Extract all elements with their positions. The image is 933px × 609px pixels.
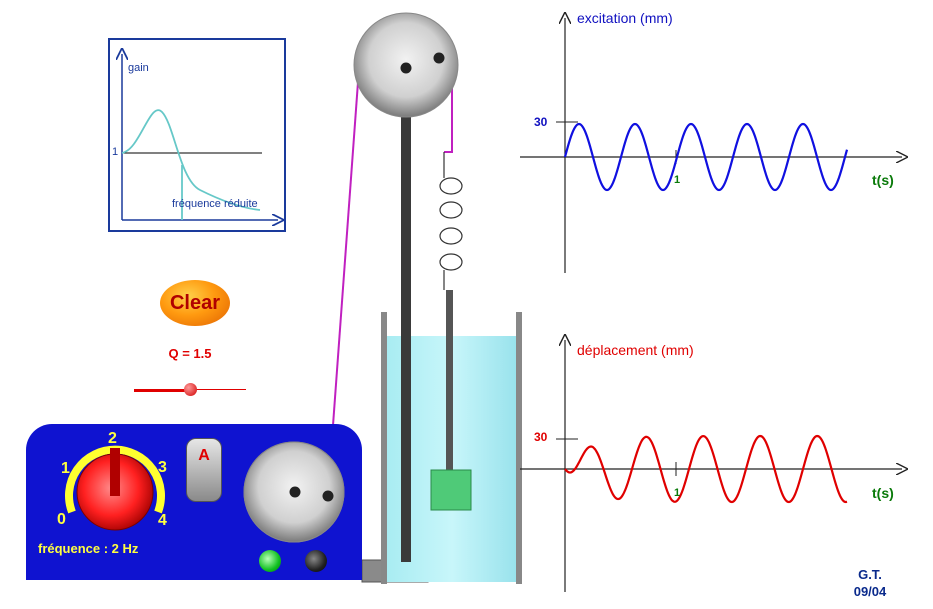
drive-wheel xyxy=(243,441,345,543)
gain-inset-graph: gain 1 fréquence réduite xyxy=(108,38,286,232)
q-slider-thumb[interactable] xyxy=(184,383,197,396)
dial-tick-2: 2 xyxy=(108,430,117,447)
excitation-x-axis-label: t(s) xyxy=(872,172,894,188)
dial-pointer xyxy=(110,448,120,496)
excitation-title: excitation (mm) xyxy=(577,10,673,26)
displacement-graph xyxy=(520,330,920,592)
inset-x-label: fréquence réduite xyxy=(172,198,258,210)
support-rod xyxy=(401,110,411,562)
mass-rod xyxy=(446,290,453,470)
power-led-green xyxy=(259,550,281,572)
drive-wheel-axle xyxy=(289,486,301,498)
displacement-curve xyxy=(564,434,848,504)
inset-y-label: gain xyxy=(128,62,149,74)
beaker-right-wall xyxy=(516,312,522,584)
dial-tick-1: 1 xyxy=(61,460,70,477)
status-led-dark xyxy=(305,550,327,572)
inset-y-tick: 1 xyxy=(112,146,119,158)
top-pulley-pin xyxy=(433,52,445,64)
dial-tick-3: 3 xyxy=(158,459,167,476)
top-pulley-axle xyxy=(400,62,412,74)
excitation-curve xyxy=(563,122,849,192)
clear-button[interactable]: Clear xyxy=(160,280,230,326)
q-slider-track[interactable] xyxy=(190,389,246,390)
dial-tick-0: 0 xyxy=(57,511,66,528)
oscillator-apparatus xyxy=(327,12,522,584)
a-button[interactable]: A xyxy=(186,438,222,502)
q-factor-label: Q = 1.5 xyxy=(168,346,212,361)
q-slider-track-filled[interactable] xyxy=(134,389,190,392)
excitation-y-tick: 30 xyxy=(534,115,548,129)
spring xyxy=(439,152,463,290)
gain-curve-plot xyxy=(110,40,284,230)
displacement-title: déplacement (mm) xyxy=(577,342,694,358)
spring-string xyxy=(444,82,453,153)
beaker-left-wall xyxy=(381,312,387,584)
signature-date: 09/04 xyxy=(853,584,887,599)
author-signature: G.T. 09/04 xyxy=(838,566,902,600)
excitation-graph xyxy=(520,8,920,273)
displacement-x-axis-label: t(s) xyxy=(872,485,894,501)
frequency-label: fréquence : 2 Hz xyxy=(38,541,139,556)
gain-curve xyxy=(121,109,261,211)
displacement-y-tick: 30 xyxy=(534,430,548,444)
mass-block xyxy=(430,469,472,511)
excitation-x-tick: 1 xyxy=(674,174,681,186)
a-button-label: A xyxy=(198,447,210,464)
displacement-x-tick: 1 xyxy=(674,487,681,499)
dial-tick-4: 4 xyxy=(158,512,167,529)
drive-wheel-pin xyxy=(322,490,334,502)
signature-initials: G.T. xyxy=(858,567,882,582)
frequency-dial[interactable] xyxy=(52,430,182,542)
